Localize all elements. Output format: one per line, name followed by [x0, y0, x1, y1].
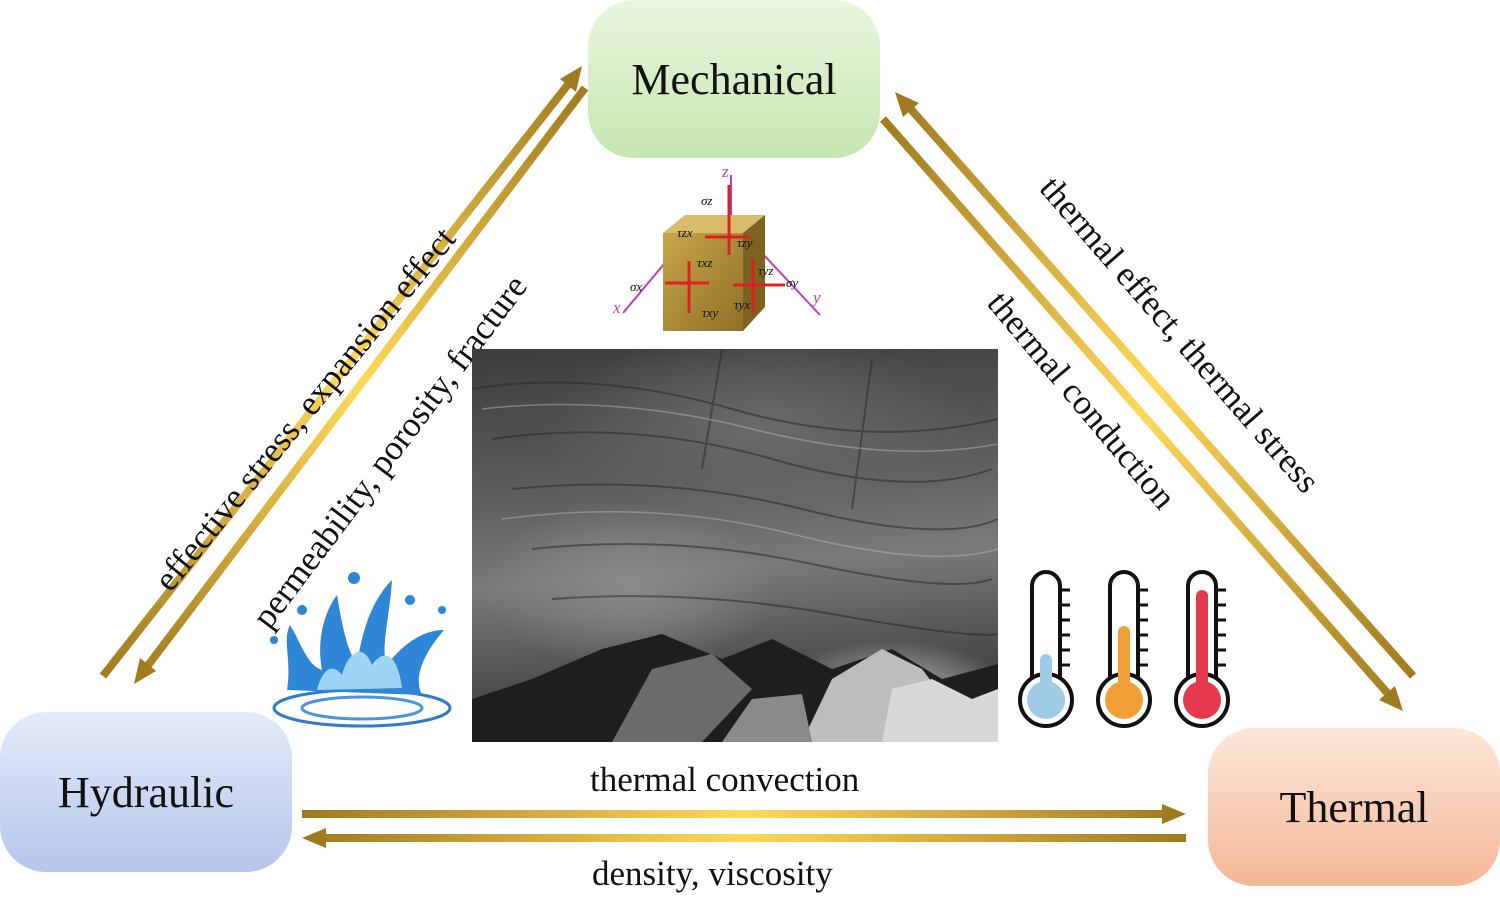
hydraulic-label: Hydraulic — [58, 767, 234, 817]
arrow-mechanical-to-thermal — [879, 116, 1403, 711]
tau-yz-label: τyz — [758, 263, 773, 278]
thermometer-high-icon — [1174, 570, 1230, 728]
thermal-node: Thermal — [1208, 728, 1500, 886]
arrow-mechanical-to-hydraulic — [134, 85, 589, 684]
water-splash-icon — [270, 572, 452, 728]
thermometer-mid-icon — [1096, 570, 1152, 728]
sigma-x-label: σx — [630, 279, 642, 294]
x-axis-label: x — [612, 298, 621, 317]
arrow-thermal-to-hydraulic — [302, 828, 1186, 848]
hydraulic-node: Hydraulic — [0, 712, 292, 872]
mechanical-label: Mechanical — [631, 54, 837, 104]
sigma-z-label: σz — [701, 193, 712, 208]
stress-cube-icon: z x y σz σx σy τzx τzy τxz τyz τxy τyx — [612, 163, 821, 331]
y-axis-label: y — [811, 288, 821, 307]
mechanical-node: Mechanical — [588, 0, 880, 158]
thermal-label: Thermal — [1279, 782, 1429, 832]
sigma-y-label: σy — [786, 275, 798, 290]
arrow-hydraulic-to-thermal — [302, 804, 1186, 824]
z-axis-label: z — [721, 163, 729, 181]
arrow-hydraulic-to-mechanical — [99, 66, 582, 679]
label-thermal-convection: thermal convection — [590, 760, 860, 799]
rock-tunnel-photo — [472, 349, 998, 742]
tau-xz-label: τxz — [697, 255, 712, 270]
tau-yx-label: τyx — [734, 297, 750, 312]
thermometer-low-icon — [1018, 570, 1074, 728]
arrow-thermal-to-mechanical — [895, 92, 1416, 679]
tau-xy-label: τxy — [702, 305, 718, 320]
tau-zx-label: τzx — [677, 225, 693, 240]
tau-zy-label: τzy — [737, 235, 753, 250]
label-density-viscosity: density, viscosity — [592, 854, 833, 893]
